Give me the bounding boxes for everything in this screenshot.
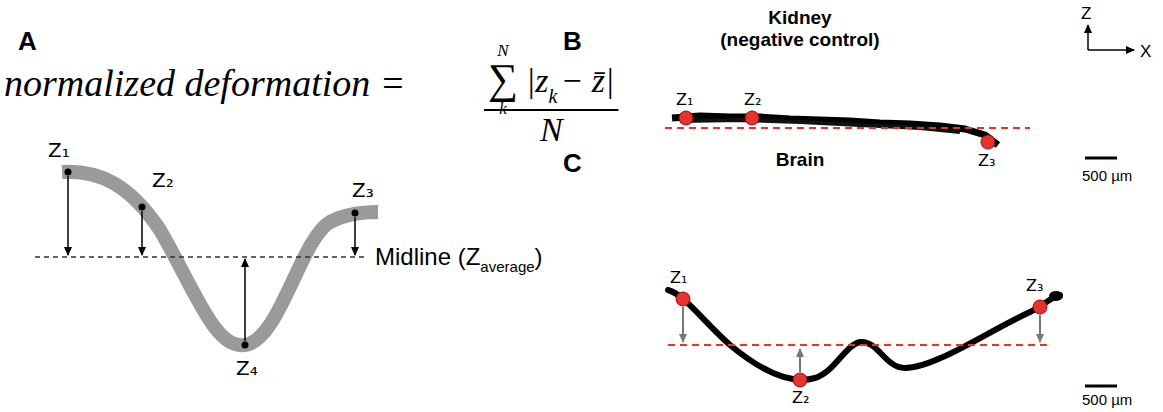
deviation-arrow <box>67 176 69 255</box>
sample-point <box>65 169 72 176</box>
sum-upper-limit: N <box>497 42 508 59</box>
deviation-arrow <box>682 307 684 342</box>
sample-point <box>1033 300 1047 314</box>
panel-title: (negative control) <box>720 30 879 49</box>
point-label: Z₂ <box>152 170 174 190</box>
kidney-section <box>672 116 998 145</box>
deviation-arrow <box>354 217 356 255</box>
midline-subscript: average <box>480 259 534 274</box>
formula-text: normalized deformation = <box>4 64 405 102</box>
point-label: Z₃ <box>1026 278 1043 294</box>
axis-label: X <box>1140 43 1151 60</box>
sample-point <box>745 111 759 125</box>
kidney-section <box>680 120 960 132</box>
sample-point <box>679 111 693 125</box>
deviation-arrow <box>799 349 801 372</box>
panel-title: Kidney <box>768 8 831 27</box>
formula-term: − z̄| <box>560 64 614 98</box>
point-label: Z₁ <box>670 270 687 286</box>
axis-arrow <box>1088 49 1134 51</box>
brain-section <box>668 290 1060 380</box>
sample-point <box>242 342 249 349</box>
panel-letter: B <box>563 28 582 54</box>
point-label: Z₃ <box>352 180 374 200</box>
midline <box>665 127 1030 129</box>
sum-symbol: ∑ <box>488 58 518 100</box>
sum-index: k <box>499 100 507 117</box>
point-label: Z₄ <box>236 358 258 378</box>
deformed-band <box>62 172 378 345</box>
point-label: Z₂ <box>744 92 761 108</box>
point-label: Z₂ <box>792 390 809 406</box>
midline-label: ) <box>535 245 543 269</box>
panel-title: Brain <box>776 150 825 169</box>
axis-label: Z <box>1081 5 1091 22</box>
scale-label: 500 µm <box>1082 392 1132 407</box>
midline <box>668 344 1048 346</box>
sample-point <box>352 210 359 217</box>
scale-label: 500 µm <box>1082 168 1132 183</box>
scale-bar <box>1085 157 1117 160</box>
scale-bar <box>1085 385 1117 388</box>
brain-section <box>1049 291 1063 301</box>
panel-letter: C <box>563 150 582 176</box>
sample-point <box>981 135 995 149</box>
deviation-arrow <box>141 211 143 255</box>
sample-point <box>676 292 690 306</box>
point-label: Z₁ <box>676 92 693 108</box>
panel-letter: A <box>18 28 37 54</box>
deviation-arrow <box>1039 315 1041 342</box>
sample-point <box>793 373 807 387</box>
midline <box>35 256 368 258</box>
formula-term: |z <box>526 64 549 98</box>
point-label: Z₃ <box>978 153 995 169</box>
deviation-arrow <box>244 259 246 341</box>
midline-label: Midline (Z <box>375 245 480 269</box>
sample-point <box>139 204 146 211</box>
formula-denominator: N <box>540 113 563 147</box>
axis-arrow <box>1087 25 1089 50</box>
formula-subscript: k <box>549 86 558 106</box>
point-label: Z₁ <box>48 140 70 160</box>
